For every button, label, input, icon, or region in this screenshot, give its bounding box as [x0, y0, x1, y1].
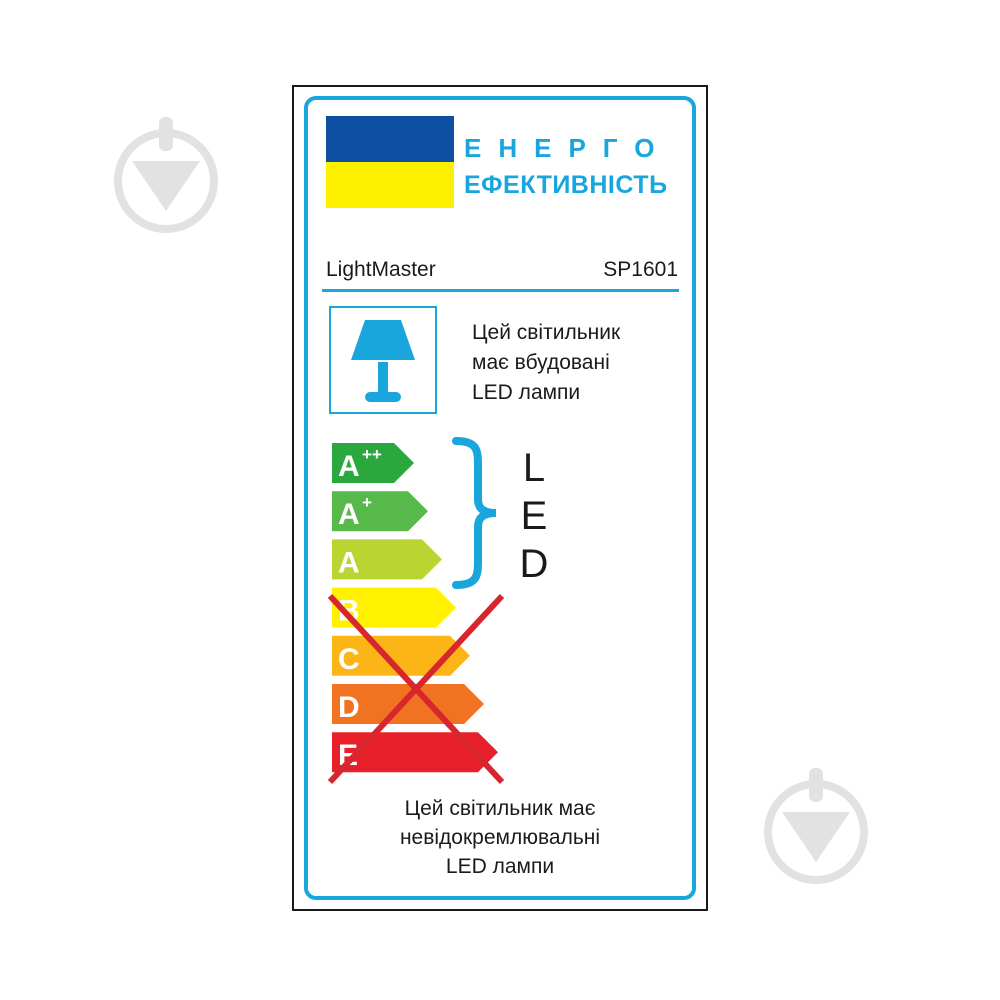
energy-class-letter: C [338, 643, 360, 676]
energy-class-superscript: + [362, 493, 372, 512]
ukraine-flag-icon [326, 116, 454, 208]
energy-label-border [304, 96, 696, 900]
energy-class-letter: A [338, 450, 360, 483]
builtin-note-line: LED лампи [472, 381, 581, 404]
builtin-led-note: Цей світильник має вбудовані LED лампи [472, 318, 620, 408]
energy-class-arrow: A [332, 539, 442, 580]
energy-class-letter: D [338, 691, 360, 724]
curly-bracket-icon [452, 437, 497, 589]
energy-class-superscript: ++ [362, 445, 382, 464]
footer-note-line: LED лампи [445, 855, 555, 878]
table-lamp-icon [351, 320, 415, 402]
builtin-note-line: має вбудовані [472, 351, 610, 374]
lamp-icon-box [329, 306, 437, 414]
flag-bottom-stripe [326, 162, 454, 208]
led-letter: E [520, 494, 548, 538]
cross-out-icon [327, 593, 505, 785]
led-letter: D [519, 542, 549, 586]
footer-note: Цей світильник має невідокремлювальні LE… [306, 794, 694, 881]
watermark-logo-icon [764, 768, 868, 884]
model-number: SP1601 [603, 258, 678, 281]
footer-note-line: Цей світильник має [404, 797, 596, 820]
label-title-line2: ЕФЕКТИВНІСТЬ [464, 171, 668, 199]
energy-class-arrow: A+ [332, 491, 428, 532]
brand-name: LightMaster [326, 258, 436, 281]
divider [322, 289, 679, 292]
flag-top-stripe [326, 116, 454, 162]
label-title-line1: ЕНЕРГО [464, 133, 672, 163]
energy-class-arrow: A++ [332, 443, 414, 483]
energy-class-letter: A [338, 498, 360, 531]
energy-class-letter: A [338, 546, 360, 579]
watermark-logo-icon [114, 117, 218, 233]
led-letter: L [522, 446, 546, 490]
energy-class-arrow: D [332, 684, 484, 724]
builtin-note-line: Цей світильник [472, 321, 621, 344]
footer-note-line: невідокремлювальні [399, 826, 601, 849]
led-vertical-label: L E D [514, 444, 554, 588]
